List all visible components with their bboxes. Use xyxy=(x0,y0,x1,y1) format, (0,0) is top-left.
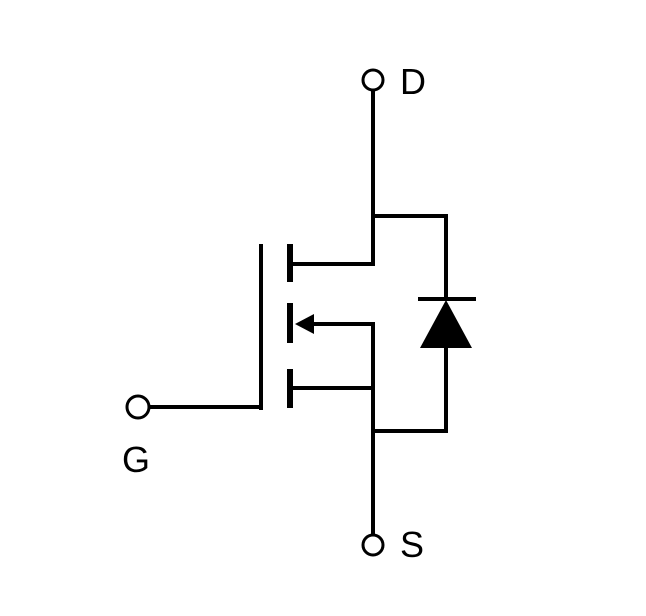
drain-label: D xyxy=(400,61,426,102)
source-label: S xyxy=(400,524,424,565)
body-diode-icon xyxy=(420,300,472,348)
source-terminal xyxy=(361,533,385,557)
source-to-diode-wire xyxy=(373,348,448,433)
drain-to-diode-wire xyxy=(373,214,448,300)
gate-label: G xyxy=(122,439,150,480)
body-arrow-icon xyxy=(295,314,314,334)
drain-terminal xyxy=(361,68,385,92)
gate-terminal xyxy=(125,394,151,420)
body-connection-wire xyxy=(310,322,375,433)
